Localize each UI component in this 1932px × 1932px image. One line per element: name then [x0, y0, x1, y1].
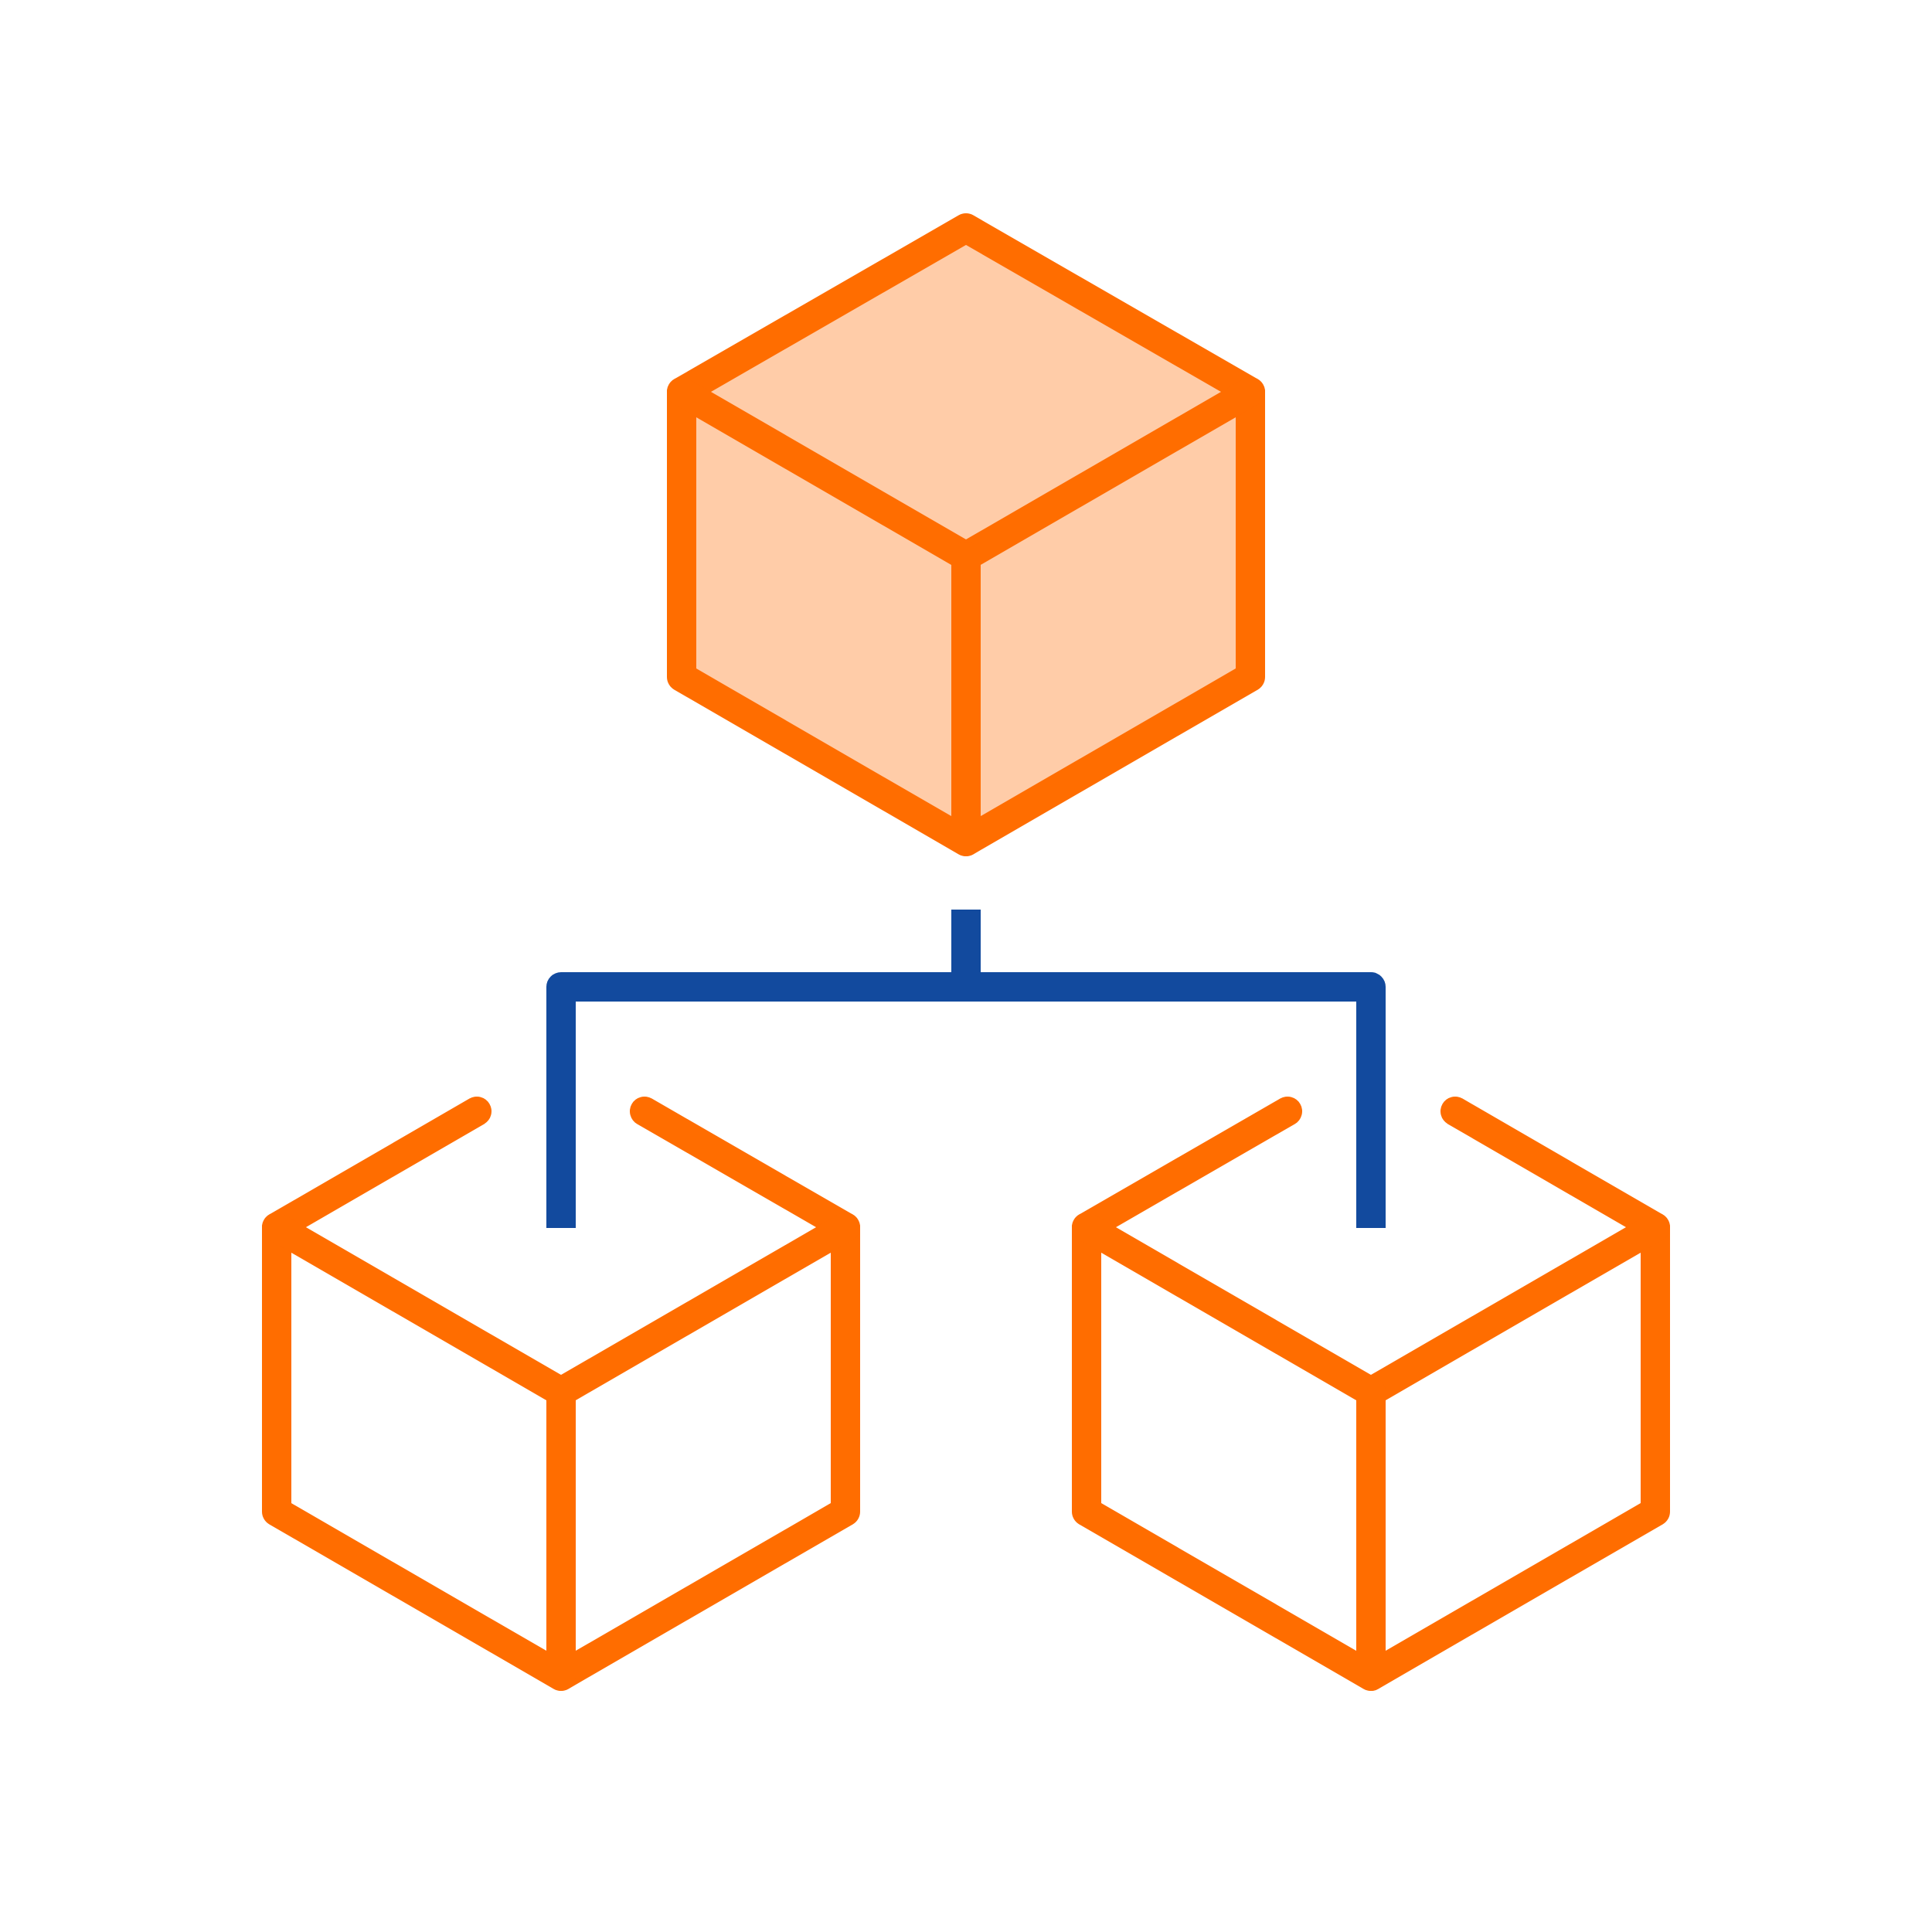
branch-connector-icon	[546, 910, 1386, 1228]
right-open-box-icon	[1072, 1097, 1670, 1691]
left-open-box-icon	[262, 1097, 860, 1691]
left-box-inner-edges	[262, 1213, 860, 1406]
parent-cube-fill	[682, 228, 1250, 842]
connector-branches	[546, 972, 1386, 1228]
right-box-inner-edges	[1072, 1213, 1670, 1406]
parent-cube-icon	[667, 213, 1265, 856]
